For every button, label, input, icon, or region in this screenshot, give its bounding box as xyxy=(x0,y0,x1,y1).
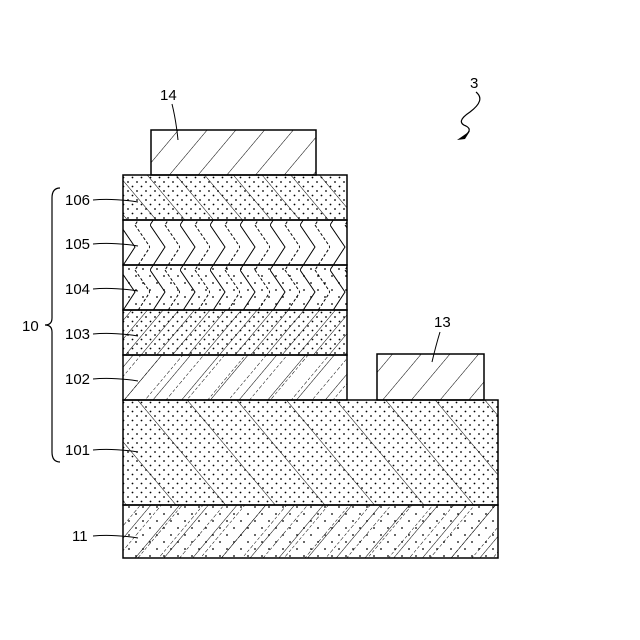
label-101: 101 xyxy=(65,442,90,459)
bracket-10 xyxy=(45,188,60,462)
label-figure-ref: 3 xyxy=(470,75,478,92)
label-10: 10 xyxy=(22,318,39,335)
layer-105 xyxy=(123,220,347,265)
label-104: 104 xyxy=(65,281,90,298)
figure-ref-arrow xyxy=(457,92,480,140)
layer-106 xyxy=(123,175,347,220)
electrode-13 xyxy=(377,354,484,400)
electrode-14 xyxy=(151,130,316,175)
layer-102 xyxy=(123,355,347,400)
layer-11 xyxy=(123,505,498,558)
label-13: 13 xyxy=(434,314,451,331)
layer-101 xyxy=(123,400,498,505)
label-103: 103 xyxy=(65,326,90,343)
label-105: 105 xyxy=(65,236,90,253)
label-11: 11 xyxy=(72,528,88,545)
label-106: 106 xyxy=(65,192,90,209)
label-14: 14 xyxy=(160,87,177,104)
layer-104 xyxy=(123,265,347,310)
label-102: 102 xyxy=(65,371,90,388)
layer-103 xyxy=(123,310,347,355)
